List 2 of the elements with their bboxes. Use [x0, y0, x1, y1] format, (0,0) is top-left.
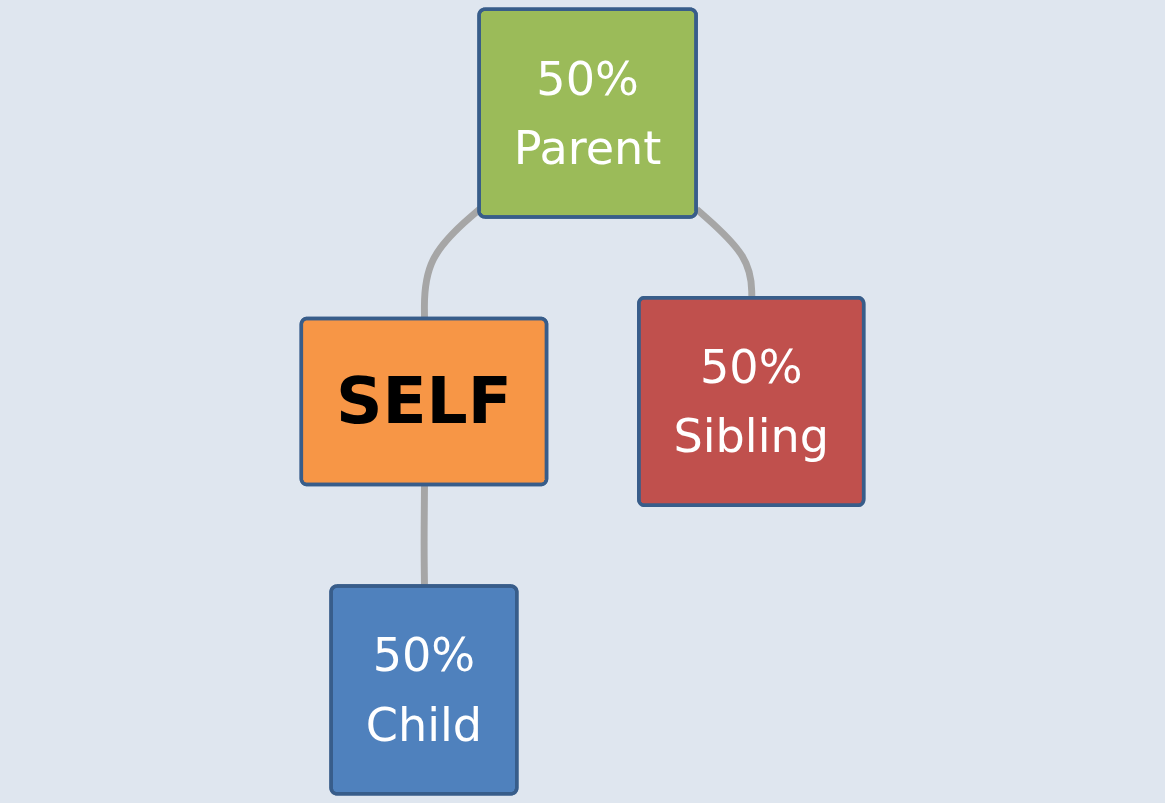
connector [420, 485, 428, 587]
connector [694, 206, 756, 299]
